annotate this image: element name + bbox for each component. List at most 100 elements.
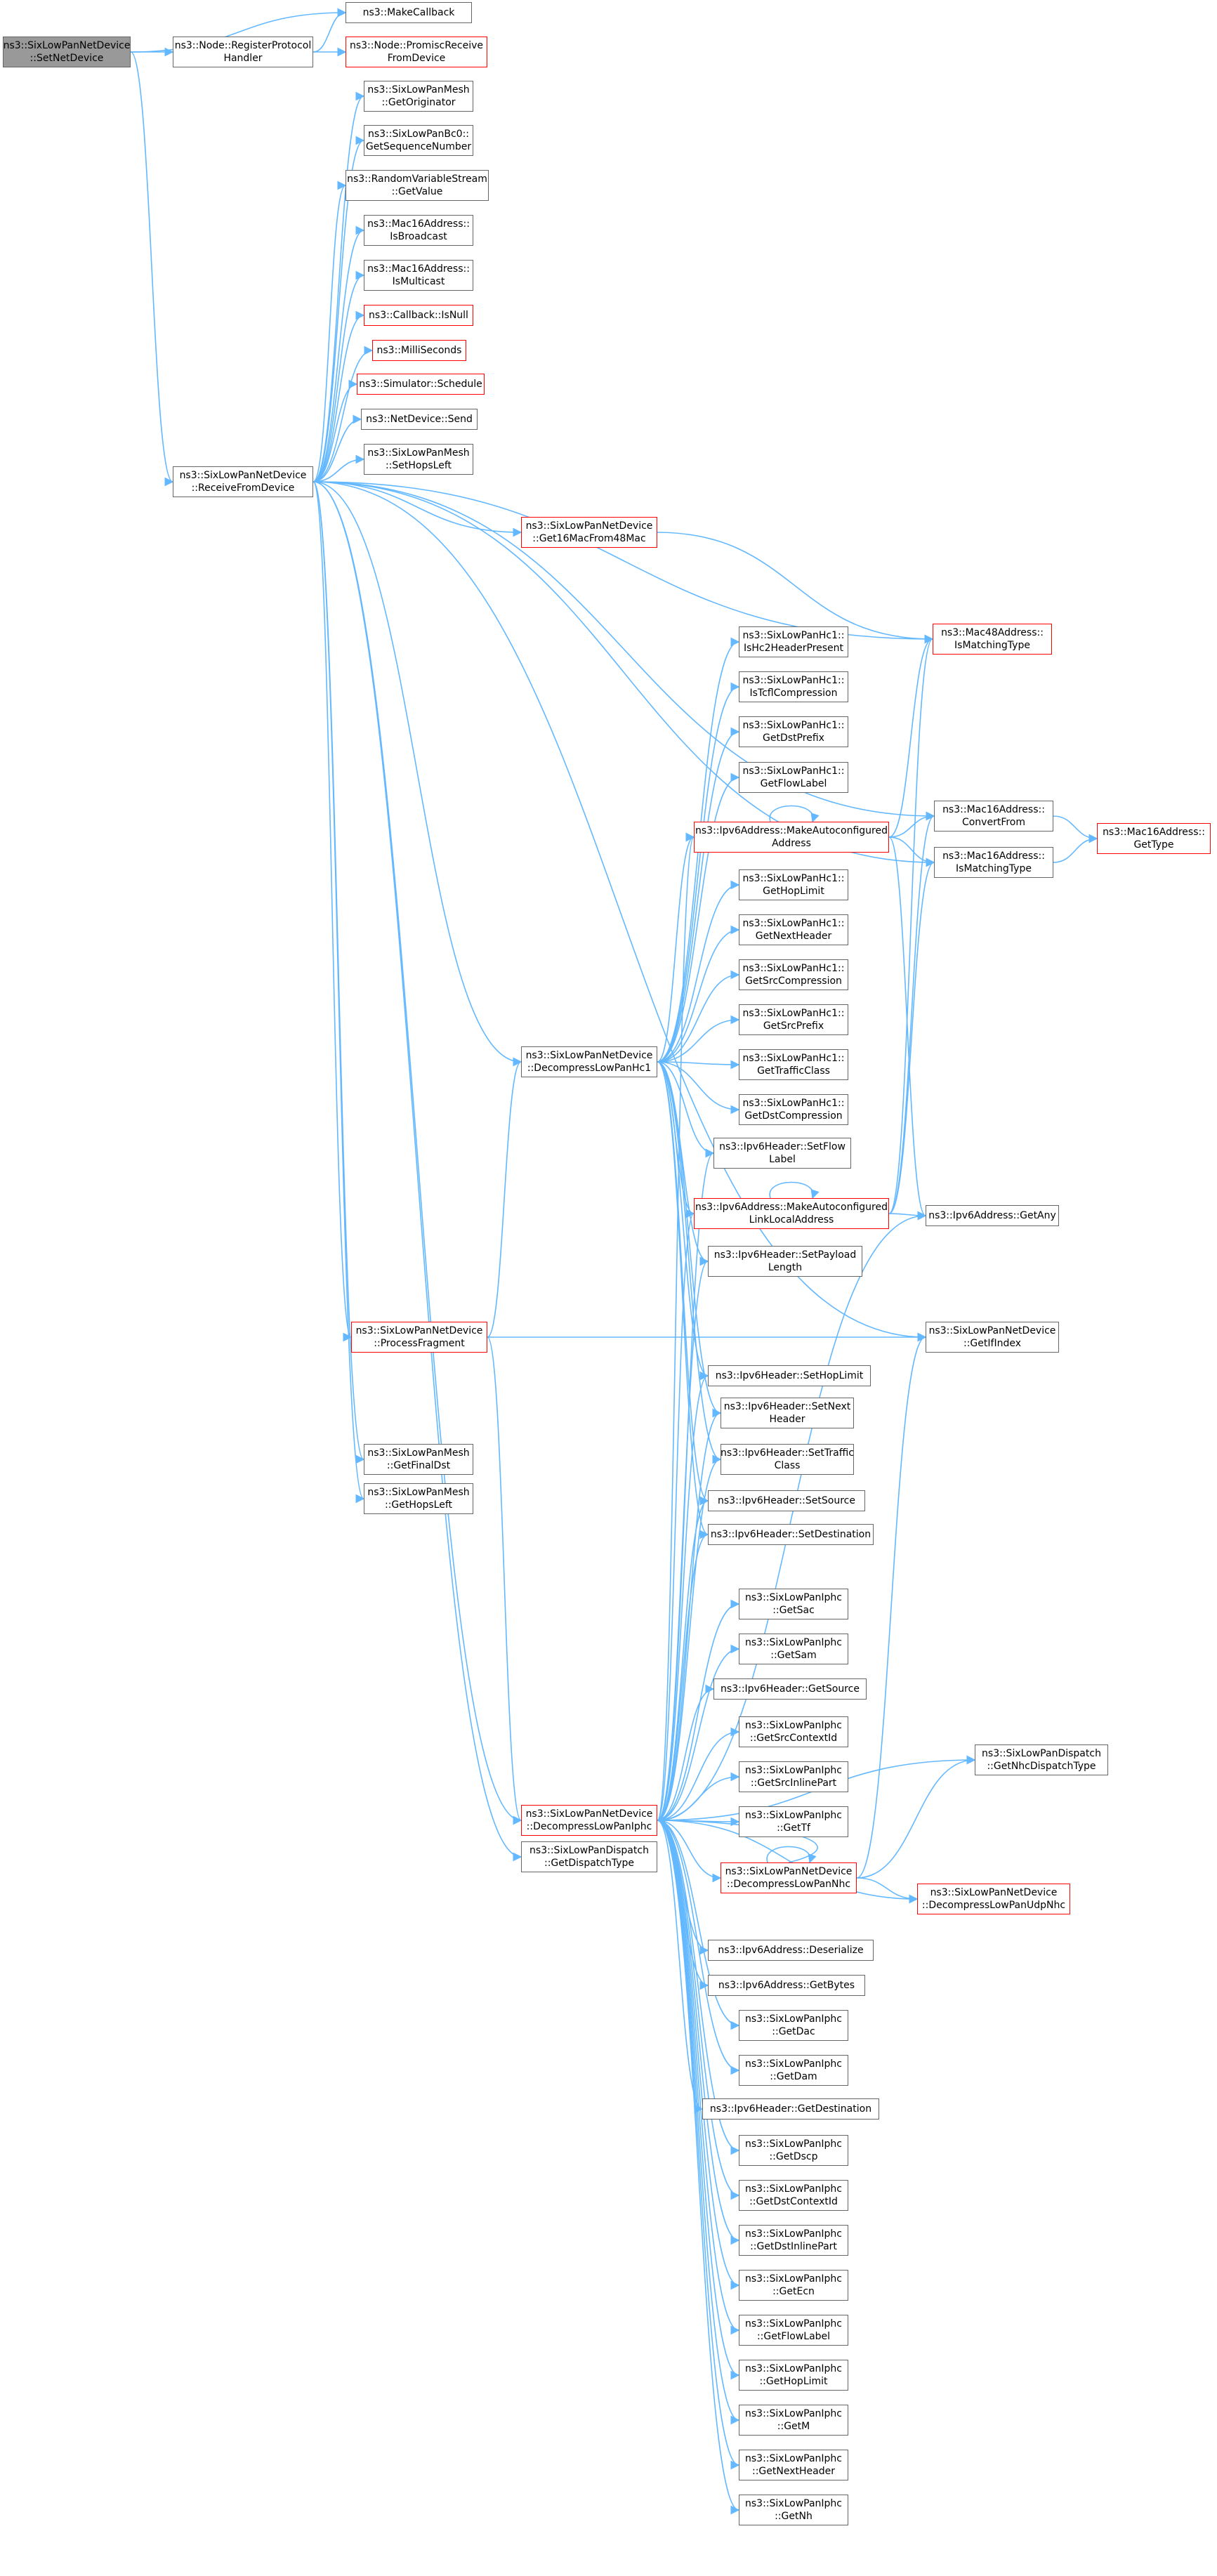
node-getany[interactable]: ns3::Ipv6Address::GetAny: [926, 1205, 1059, 1226]
edge-recv-to-rvs: [313, 180, 347, 482]
node-iphcdac[interactable]: ns3::SixLowPanIphc::GetDac: [739, 2010, 848, 2041]
node-label-line: ns3::SixLowPanIphc: [745, 2363, 842, 2374]
edge-dhc1-to-setdst: [657, 1061, 709, 1539]
node-hc1flow[interactable]: ns3::SixLowPanHc1::GetFlowLabel: [739, 762, 848, 793]
node-m16gettype[interactable]: ns3::Mac16Address::GetType: [1097, 823, 1211, 854]
node-getseq[interactable]: ns3::SixLowPanBc0::GetSequenceNumber: [364, 125, 473, 156]
node-dnhc[interactable]: ns3::SixLowPanNetDevice::DecompressLowPa…: [721, 1862, 857, 1893]
node-iphcnext[interactable]: ns3::SixLowPanIphc::GetNextHeader: [739, 2450, 848, 2480]
node-m16match[interactable]: ns3::Mac16Address::IsMatchingType: [934, 847, 1053, 878]
node-iphcdstinl[interactable]: ns3::SixLowPanIphc::GetDstInlinePart: [739, 2225, 848, 2256]
node-ms[interactable]: ns3::MilliSeconds: [372, 340, 466, 361]
node-iphcdstctx[interactable]: ns3::SixLowPanIphc::GetDstContextId: [739, 2180, 848, 2211]
edge-mkauto-to-m16conv: [888, 811, 935, 838]
node-getsource[interactable]: ns3::Ipv6Header::GetSource: [713, 1678, 867, 1700]
node-gethops[interactable]: ns3::SixLowPanMesh::GetHopsLeft: [364, 1483, 473, 1514]
node-label-line: ns3::Ipv6Header::GetSource: [721, 1683, 860, 1695]
edge-recv-to-m48match: [313, 481, 934, 644]
node-label-line: ns3::Ipv6Header::SetTraffic: [721, 1447, 854, 1459]
node-nhcdisp[interactable]: ns3::SixLowPanDispatch::GetNhcDispatchTy…: [975, 1744, 1108, 1775]
node-getorig[interactable]: ns3::SixLowPanMesh::GetOriginator: [364, 81, 473, 112]
node-hc1tc[interactable]: ns3::SixLowPanHc1::GetTrafficClass: [739, 1049, 848, 1080]
node-iphcsrcinl[interactable]: ns3::SixLowPanIphc::GetSrcInlinePart: [739, 1761, 848, 1792]
node-m48match[interactable]: ns3::Mac48Address::IsMatchingType: [933, 624, 1052, 655]
node-label-line: ::GetNh: [775, 2511, 813, 2522]
node-get16[interactable]: ns3::SixLowPanNetDevice::Get16MacFrom48M…: [521, 517, 657, 548]
edge-dhc1-to-hc1srccomp: [657, 970, 740, 1063]
node-getdisp[interactable]: ns3::SixLowPanDispatch::GetDispatchType: [521, 1841, 657, 1872]
node-hc1hop[interactable]: ns3::SixLowPanHc1::GetHopLimit: [739, 869, 848, 900]
node-ismcast[interactable]: ns3::Mac16Address::IsMulticast: [364, 260, 473, 291]
edge-diphc-to-settc: [657, 1454, 722, 1821]
node-label-line: ns3::Simulator::Schedule: [359, 379, 482, 390]
node-setsrc[interactable]: ns3::Ipv6Header::SetSource: [708, 1490, 865, 1511]
node-iphcsac[interactable]: ns3::SixLowPanIphc::GetSac: [739, 1589, 848, 1619]
node-dudp[interactable]: ns3::SixLowPanNetDevice::DecompressLowPa…: [917, 1884, 1070, 1914]
node-label-line: ns3::SixLowPanIphc: [745, 2013, 842, 2025]
node-iphcnh[interactable]: ns3::SixLowPanIphc::GetNh: [739, 2495, 848, 2525]
node-iphcdam[interactable]: ns3::SixLowPanIphc::GetDam: [739, 2055, 848, 2086]
node-label-line: ns3::SixLowPanHc1::: [742, 630, 845, 641]
node-iphcsrcctx[interactable]: ns3::SixLowPanIphc::GetSrcContextId: [739, 1716, 848, 1747]
node-isbcast[interactable]: ns3::Mac16Address::IsBroadcast: [364, 215, 473, 246]
node-label-line: ns3::SixLowPanIphc: [745, 1810, 842, 1821]
node-label-line: IsMatchingType: [956, 863, 1032, 874]
edge-diphc-to-iphchop: [657, 1820, 740, 2380]
node-iphchop[interactable]: ns3::SixLowPanIphc::GetHopLimit: [739, 2360, 848, 2391]
node-iphcecn[interactable]: ns3::SixLowPanIphc::GetEcn: [739, 2270, 848, 2301]
edge-recv-to-isnull: [313, 310, 365, 482]
node-procfrag[interactable]: ns3::SixLowPanNetDevice::ProcessFragment: [351, 1322, 487, 1353]
node-sethop[interactable]: ns3::Ipv6Header::SetHopLimit: [708, 1365, 871, 1386]
node-getifidx[interactable]: ns3::SixLowPanNetDevice::GetIfIndex: [926, 1322, 1059, 1353]
node-getbytes[interactable]: ns3::Ipv6Address::GetBytes: [708, 1975, 865, 1996]
node-diphc[interactable]: ns3::SixLowPanNetDevice::DecompressLowPa…: [521, 1805, 657, 1836]
edge-dhc1-to-settc: [657, 1061, 722, 1464]
node-iphcflow[interactable]: ns3::SixLowPanIphc::GetFlowLabel: [739, 2315, 848, 2346]
node-root[interactable]: ns3::SixLowPanNetDevice::SetNetDevice: [3, 37, 131, 67]
node-iphctf[interactable]: ns3::SixLowPanIphc::GetTf: [739, 1806, 848, 1837]
edge-diphc-to-dudp: [657, 1820, 919, 1904]
node-iphcm[interactable]: ns3::SixLowPanIphc::GetM: [739, 2405, 848, 2436]
node-label-line: ::SetNetDevice: [29, 53, 104, 64]
node-iphcdscp[interactable]: ns3::SixLowPanIphc::GetDscp: [739, 2135, 848, 2166]
edge-recv-to-gethops: [313, 481, 365, 1503]
node-isnull[interactable]: ns3::Callback::IsNull: [364, 305, 473, 326]
node-label-line: ns3::SixLowPanMesh: [367, 1487, 470, 1498]
node-hc1srcpre[interactable]: ns3::SixLowPanHc1::GetSrcPrefix: [739, 1004, 848, 1035]
node-rvs[interactable]: ns3::RandomVariableStream::GetValue: [346, 170, 489, 201]
node-label-line: ns3::Ipv6Header::SetFlow: [719, 1141, 846, 1152]
node-label-line: ns3::Mac16Address::: [942, 804, 1045, 815]
node-hc2[interactable]: ns3::SixLowPanHc1::IsHc2HeaderPresent: [739, 626, 848, 657]
node-sched[interactable]: ns3::Simulator::Schedule: [357, 374, 485, 395]
node-label-line: ::GetDstInlinePart: [750, 2241, 837, 2252]
node-hc1dstcomp[interactable]: ns3::SixLowPanHc1::GetDstCompression: [739, 1094, 848, 1125]
node-dhc1[interactable]: ns3::SixLowPanNetDevice::DecompressLowPa…: [521, 1046, 657, 1077]
node-label-line: ns3::SixLowPanIphc: [745, 2408, 842, 2419]
node-hc1next[interactable]: ns3::SixLowPanHc1::GetNextHeader: [739, 914, 848, 945]
node-hc1dstpre[interactable]: ns3::SixLowPanHc1::GetDstPrefix: [739, 716, 848, 747]
node-iphcsam[interactable]: ns3::SixLowPanIphc::GetSam: [739, 1634, 848, 1664]
node-getdst[interactable]: ns3::Ipv6Header::GetDestination: [702, 2098, 879, 2120]
node-label-line: ns3::SixLowPanHc1::: [742, 1053, 845, 1064]
edge-dhc1-to-hc1dstpre: [657, 727, 740, 1063]
node-hc1srccomp[interactable]: ns3::SixLowPanHc1::GetSrcCompression: [739, 959, 848, 990]
node-label-line: ns3::SixLowPanNetDevice: [355, 1325, 483, 1336]
node-ndsend[interactable]: ns3::NetDevice::Send: [361, 409, 478, 430]
node-getfinal[interactable]: ns3::SixLowPanMesh::GetFinalDst: [364, 1444, 473, 1475]
node-deser[interactable]: ns3::Ipv6Address::Deserialize: [708, 1940, 874, 1961]
node-sethops[interactable]: ns3::SixLowPanMesh::SetHopsLeft: [364, 444, 473, 475]
edge-diphc-to-iphcdac: [657, 1820, 740, 2030]
node-tcfl[interactable]: ns3::SixLowPanHc1::IsTcflCompression: [739, 671, 848, 702]
node-m16conv[interactable]: ns3::Mac16Address::ConvertFrom: [934, 801, 1053, 832]
node-makecb[interactable]: ns3::MakeCallback: [346, 2, 472, 23]
node-recv[interactable]: ns3::SixLowPanNetDevice::ReceiveFromDevi…: [173, 466, 313, 497]
node-setdst[interactable]: ns3::Ipv6Header::SetDestination: [708, 1524, 874, 1545]
